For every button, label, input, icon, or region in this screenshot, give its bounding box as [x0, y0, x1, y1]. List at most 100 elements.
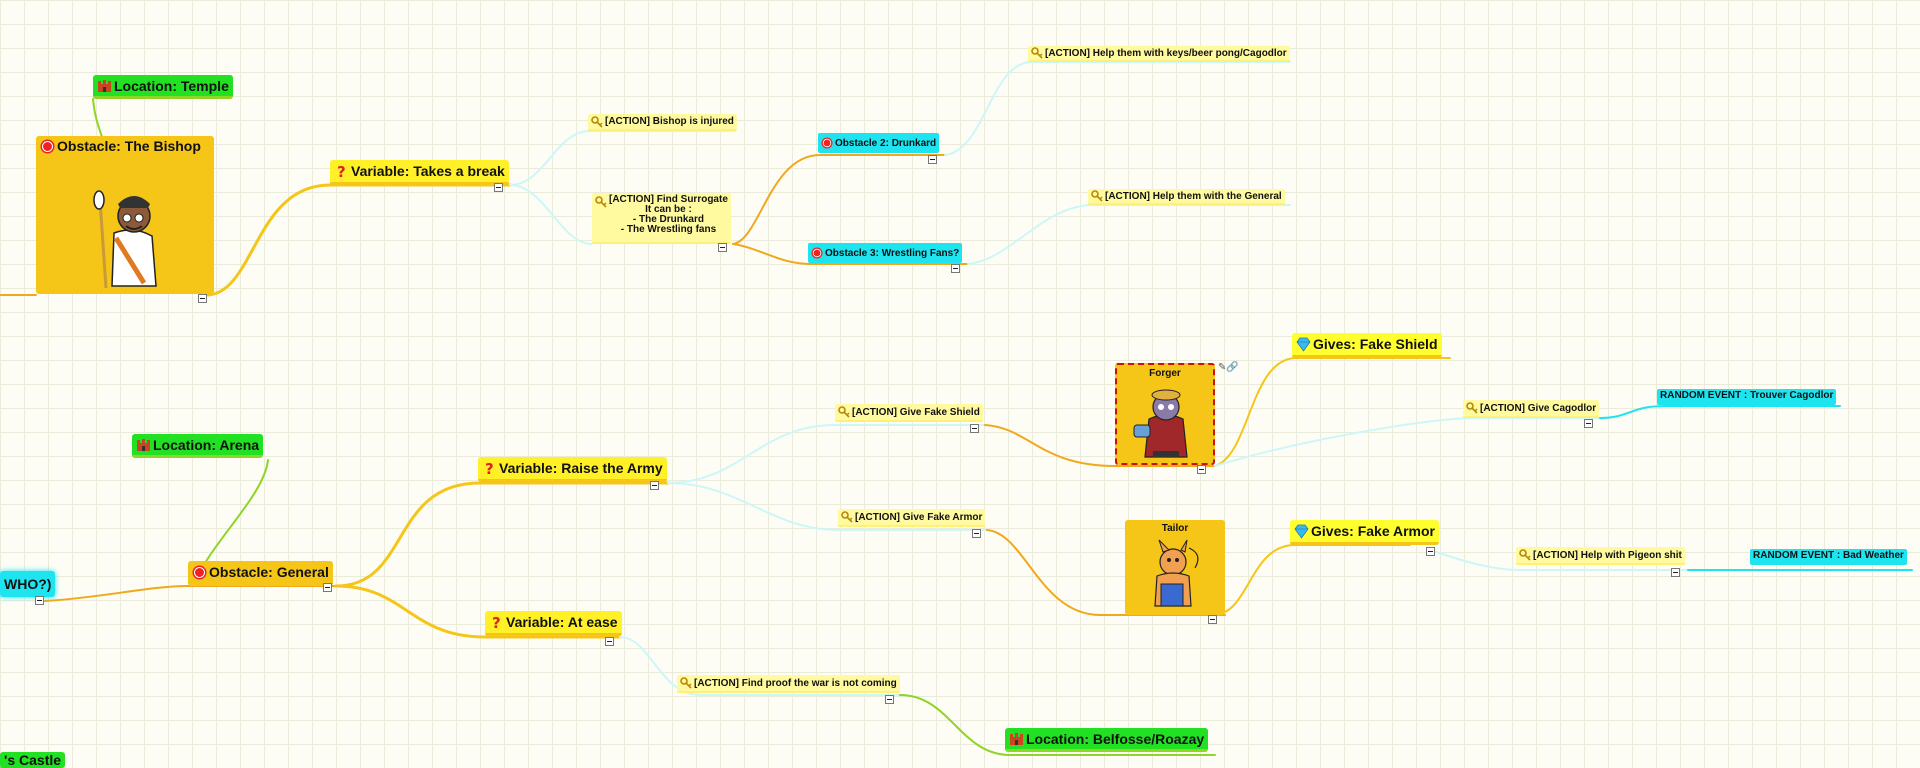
- svg-text:?: ?: [492, 615, 501, 630]
- collapse-toggle[interactable]: [605, 637, 614, 646]
- action-give-fake-armor-node[interactable]: [ACTION] Give Fake Armor: [838, 509, 986, 527]
- key-icon: [595, 196, 607, 208]
- who-partial-node[interactable]: WHO?): [0, 571, 56, 597]
- collapse-toggle[interactable]: [1426, 547, 1435, 556]
- action-help-keys-node[interactable]: [ACTION] Help them with keys/beer pong/C…: [1028, 46, 1290, 62]
- collapse-toggle[interactable]: [951, 264, 960, 273]
- action-help-general-node[interactable]: [ACTION] Help them with the General: [1088, 189, 1285, 205]
- tailor-illustration: [1154, 539, 1199, 607]
- node-label: Location: Temple: [114, 77, 229, 94]
- node-label: Obstacle 3: Wrestling Fans?: [825, 247, 960, 259]
- diamond-icon: [1294, 524, 1309, 539]
- obstacle-bishop-node[interactable]: Obstacle: The Bishop: [36, 136, 214, 294]
- collapse-toggle[interactable]: [323, 583, 332, 592]
- variable-takes-a-break-node[interactable]: ? Variable: Takes a break: [330, 160, 509, 185]
- key-icon: [1031, 47, 1043, 59]
- node-caption: Forger: [1149, 368, 1181, 379]
- node-label: [ACTION] Help them with the General: [1105, 190, 1282, 202]
- tailor-node[interactable]: Tailor: [1125, 520, 1225, 615]
- castle-icon: [1009, 731, 1024, 746]
- collapse-toggle[interactable]: [972, 529, 981, 538]
- node-label: Obstacle: The Bishop: [57, 138, 201, 154]
- node-label: [ACTION] Bishop is injured: [605, 116, 734, 127]
- random-event-bad-weather-node[interactable]: RANDOM EVENT : Bad Weather: [1750, 549, 1907, 565]
- key-icon: [1466, 402, 1478, 414]
- collapse-toggle[interactable]: [885, 695, 894, 704]
- key-icon: [1519, 549, 1531, 561]
- collapse-toggle[interactable]: [1197, 465, 1206, 474]
- node-caption: Tailor: [1161, 523, 1189, 534]
- node-label: Gives: Fake Shield: [1313, 336, 1438, 352]
- location-arena-node[interactable]: Location: Arena: [132, 434, 264, 458]
- node-label: 's Castle: [4, 752, 62, 768]
- forger-node[interactable]: Forger: [1115, 363, 1215, 465]
- collapse-toggle[interactable]: [970, 424, 979, 433]
- variable-raise-army-node[interactable]: ? Variable: Raise the Army: [478, 457, 667, 482]
- node-label: Variable: Raise the Army: [499, 460, 663, 476]
- link-icon[interactable]: ✎🔗: [1218, 362, 1239, 373]
- obstacle-general-node[interactable]: Obstacle: General: [188, 561, 333, 586]
- node-label: [ACTION] Give Fake Armor: [855, 511, 983, 523]
- key-icon: [591, 115, 603, 128]
- node-label: Variable: At ease: [506, 614, 618, 630]
- collapse-toggle[interactable]: [1208, 615, 1217, 624]
- stop-icon: [811, 247, 823, 259]
- collapse-toggle[interactable]: [718, 243, 727, 252]
- action-find-proof-node[interactable]: [ACTION] Find proof the war is not comin…: [677, 675, 900, 693]
- key-icon: [841, 511, 853, 523]
- castle-icon: [97, 78, 112, 93]
- diamond-icon: [1296, 337, 1311, 352]
- node-label: Gives: Fake Armor: [1311, 523, 1435, 539]
- obstacle-drunkard-node[interactable]: Obstacle 2: Drunkard: [818, 133, 940, 153]
- variable-at-ease-node[interactable]: ? Variable: At ease: [485, 611, 622, 636]
- stop-icon: [821, 137, 833, 149]
- castle-partial-node[interactable]: 's Castle: [0, 752, 66, 768]
- obstacle-wrestling-fans-node[interactable]: Obstacle 3: Wrestling Fans?: [808, 243, 963, 263]
- node-label: [ACTION] Find proof the war is not comin…: [694, 677, 897, 689]
- node-label: Location: Belfosse/Roazay: [1026, 730, 1205, 747]
- node-label: [ACTION] Help them with keys/beer pong/C…: [1045, 47, 1287, 59]
- collapse-toggle[interactable]: [35, 596, 44, 605]
- question-icon: ?: [489, 615, 504, 630]
- svg-text:?: ?: [337, 164, 346, 179]
- node-label: [ACTION] Give Fake Shield: [852, 406, 980, 418]
- stop-icon: [40, 139, 55, 154]
- gives-fake-armor-node[interactable]: Gives: Fake Armor: [1290, 520, 1439, 545]
- question-icon: ?: [482, 461, 497, 476]
- node-label: [ACTION] Give Cagodlor: [1480, 402, 1597, 414]
- random-event-cagodlor-node[interactable]: RANDOM EVENT : Trouver Cagodlor: [1657, 389, 1837, 405]
- castle-icon: [136, 437, 151, 452]
- action-give-fake-shield-node[interactable]: [ACTION] Give Fake Shield: [835, 404, 983, 422]
- node-label: Variable: Takes a break: [351, 163, 505, 179]
- location-temple-node[interactable]: Location: Temple: [93, 75, 233, 99]
- collapse-toggle[interactable]: [494, 183, 503, 192]
- action-find-surrogate-node[interactable]: [ACTION] Find Surrogate It can be : - Th…: [592, 193, 731, 244]
- key-icon: [680, 677, 692, 689]
- key-icon: [1091, 190, 1103, 202]
- collapse-toggle[interactable]: [1584, 419, 1593, 428]
- node-label: Location: Arena: [153, 436, 260, 453]
- node-label: RANDOM EVENT : Bad Weather: [1753, 550, 1904, 561]
- action-pigeon-node[interactable]: [ACTION] Help with Pigeon shit: [1516, 547, 1685, 565]
- bishop-illustration: [93, 190, 157, 289]
- collapse-toggle[interactable]: [928, 155, 937, 164]
- collapse-toggle[interactable]: [650, 481, 659, 490]
- node-label: Obstacle 2: Drunkard: [835, 137, 937, 149]
- action-give-cagodlor-node[interactable]: [ACTION] Give Cagodlor: [1463, 400, 1600, 418]
- gives-fake-shield-node[interactable]: Gives: Fake Shield: [1292, 333, 1442, 358]
- action-bishop-injured-node[interactable]: [ACTION] Bishop is injured: [588, 114, 737, 131]
- node-label: RANDOM EVENT : Trouver Cagodlor: [1660, 390, 1834, 401]
- question-icon: ?: [334, 164, 349, 179]
- svg-text:?: ?: [485, 461, 494, 476]
- location-belfosse-node[interactable]: Location: Belfosse/Roazay: [1005, 728, 1209, 752]
- node-label: WHO?): [4, 576, 52, 592]
- node-label: Obstacle: General: [209, 564, 329, 580]
- collapse-toggle[interactable]: [198, 294, 207, 303]
- node-label: [ACTION] Help with Pigeon shit: [1533, 549, 1682, 561]
- collapse-toggle[interactable]: [1671, 568, 1680, 577]
- node-label: [ACTION] Find Surrogate It can be : - Th…: [609, 194, 728, 235]
- stop-icon: [192, 565, 207, 580]
- forger-illustration: [1133, 389, 1188, 458]
- key-icon: [838, 406, 850, 418]
